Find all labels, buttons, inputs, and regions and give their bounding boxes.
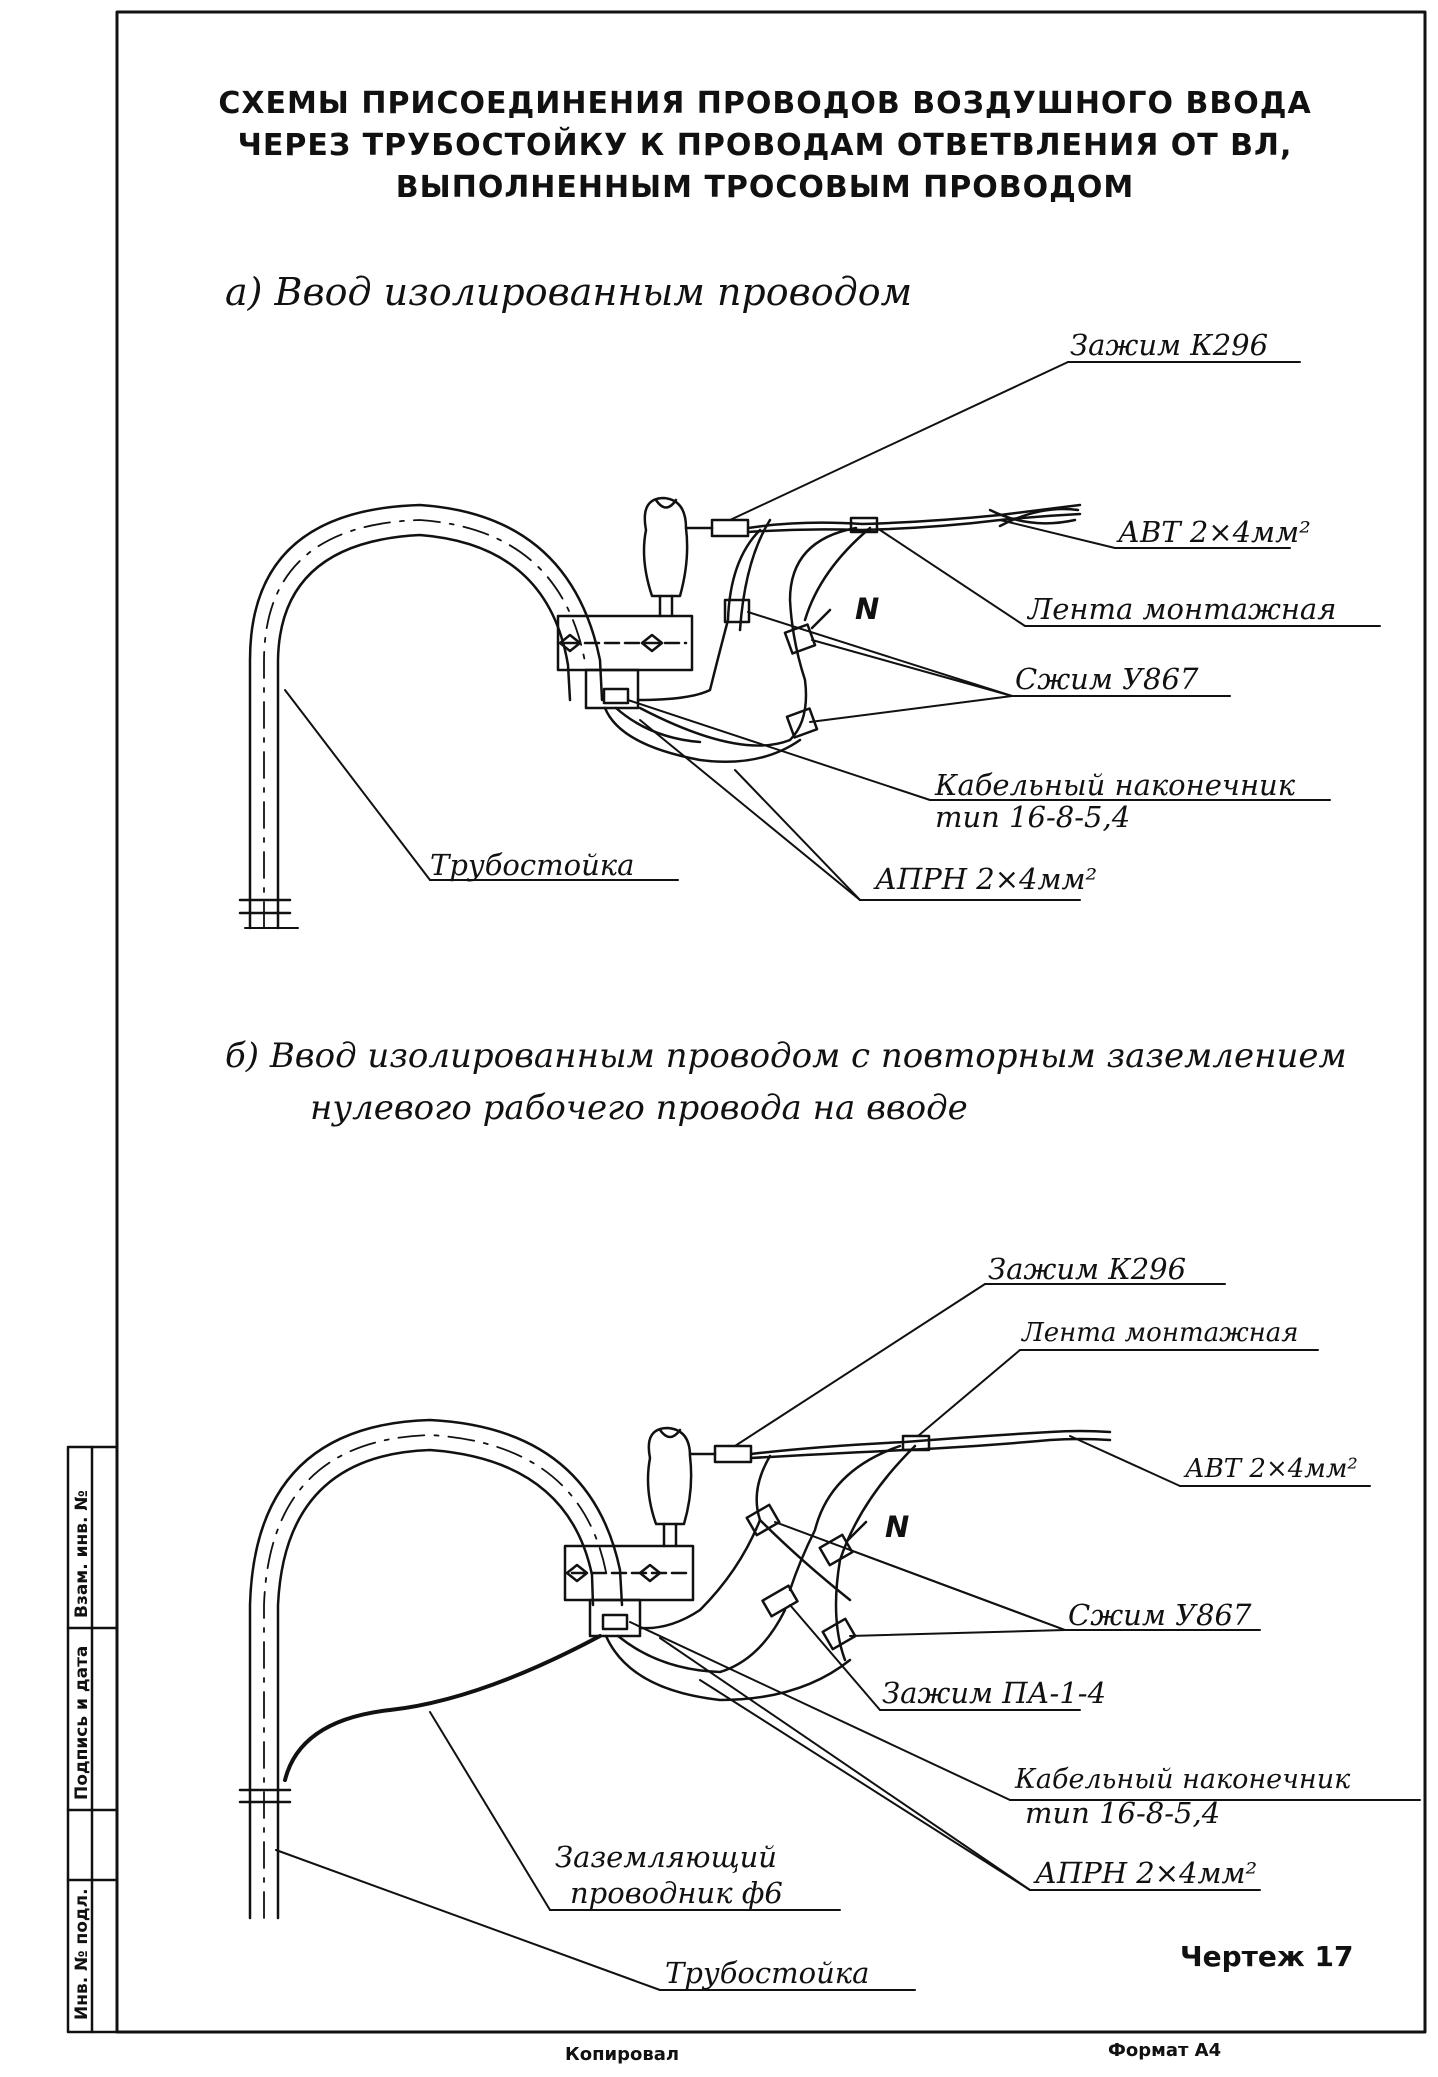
stamp-vzam: Взам. инв. №: [72, 1490, 92, 1618]
stamp-podpis: Подпись и дата: [72, 1645, 92, 1800]
title-line-1: СХЕМЫ ПРИСОЕДИНЕНИЯ ПРОВОДОВ ВОЗДУШНОГО …: [218, 86, 1312, 121]
caption-a: а) Ввод изолированным проводом: [225, 270, 913, 314]
insulator-a: [642, 496, 689, 618]
label-pipe-a: Трубостойка: [430, 848, 635, 882]
label-n-a: N: [855, 592, 880, 626]
stamp-inv-podl: Инв. № подл.: [72, 1888, 92, 2020]
label-clamp-pa-b: Зажим ПА-1-4: [882, 1676, 1107, 1710]
label-aprn-a: АПРН 2×4мм²: [875, 862, 1098, 896]
label-lug-a-2: тип 16-8-5,4: [935, 800, 1131, 834]
label-clamp-k296-a: Зажим К296: [1070, 328, 1269, 362]
label-aprn-b: АПРН 2×4мм²: [1035, 1856, 1258, 1890]
sheet-number: Чертеж 17: [1180, 1940, 1354, 1973]
title-line-2: ЧЕРЕЗ ТРУБОСТОЙКУ К ПРОВОДАМ ОТВЕТВЛЕНИЯ…: [237, 128, 1293, 163]
label-ground-b-2: проводник ф6: [570, 1876, 783, 1910]
label-ground-b-1: Заземляющий: [555, 1840, 777, 1874]
footer-copied: Копировал: [565, 2044, 680, 2065]
label-lug-b-2: тип 16-8-5,4: [1025, 1796, 1221, 1830]
side-stamp: [66, 1445, 119, 2034]
wires-b: [283, 1429, 1112, 1782]
leaders-a: [284, 361, 1381, 901]
bracket-a: [556, 614, 694, 710]
label-clamp-k296-b: Зажим К296: [988, 1252, 1187, 1286]
label-clamp-u867-b: Сжим У867: [1068, 1598, 1252, 1632]
label-tape-a: Лента монтажная: [1028, 592, 1337, 626]
label-pipe-b: Трубостойка: [665, 1956, 870, 1990]
leaders-b: [275, 1283, 1421, 1991]
footer-format: Формат А4: [1108, 2040, 1222, 2061]
insulator-b: [646, 1426, 693, 1548]
label-avt-b: АВТ 2×4мм²: [1185, 1454, 1358, 1484]
label-avt-a: АВТ 2×4мм²: [1118, 515, 1311, 549]
caption-b-2: нулевого рабочего провода на вводе: [310, 1088, 968, 1128]
label-n-b: N: [885, 1510, 910, 1544]
wires-a: [603, 503, 1082, 763]
pipe-stand-a: [238, 503, 604, 930]
bracket-b: [563, 1544, 695, 1638]
label-lug-b-1: Кабельный наконечник: [1015, 1764, 1351, 1795]
label-tape-b: Лента монтажная: [1022, 1318, 1299, 1348]
label-lug-a-1: Кабельный наконечник: [935, 768, 1296, 802]
label-clamp-u867-a: Сжим У867: [1015, 662, 1199, 696]
caption-b-1: б) Ввод изолированным проводом с повторн…: [225, 1036, 1347, 1076]
pipe-stand-b: [238, 1418, 624, 1920]
title-line-3: ВЫПОЛНЕННЫМ ТРОСОВЫМ ПРОВОДОМ: [395, 170, 1135, 205]
sheet-frame: [115, 10, 1427, 2034]
